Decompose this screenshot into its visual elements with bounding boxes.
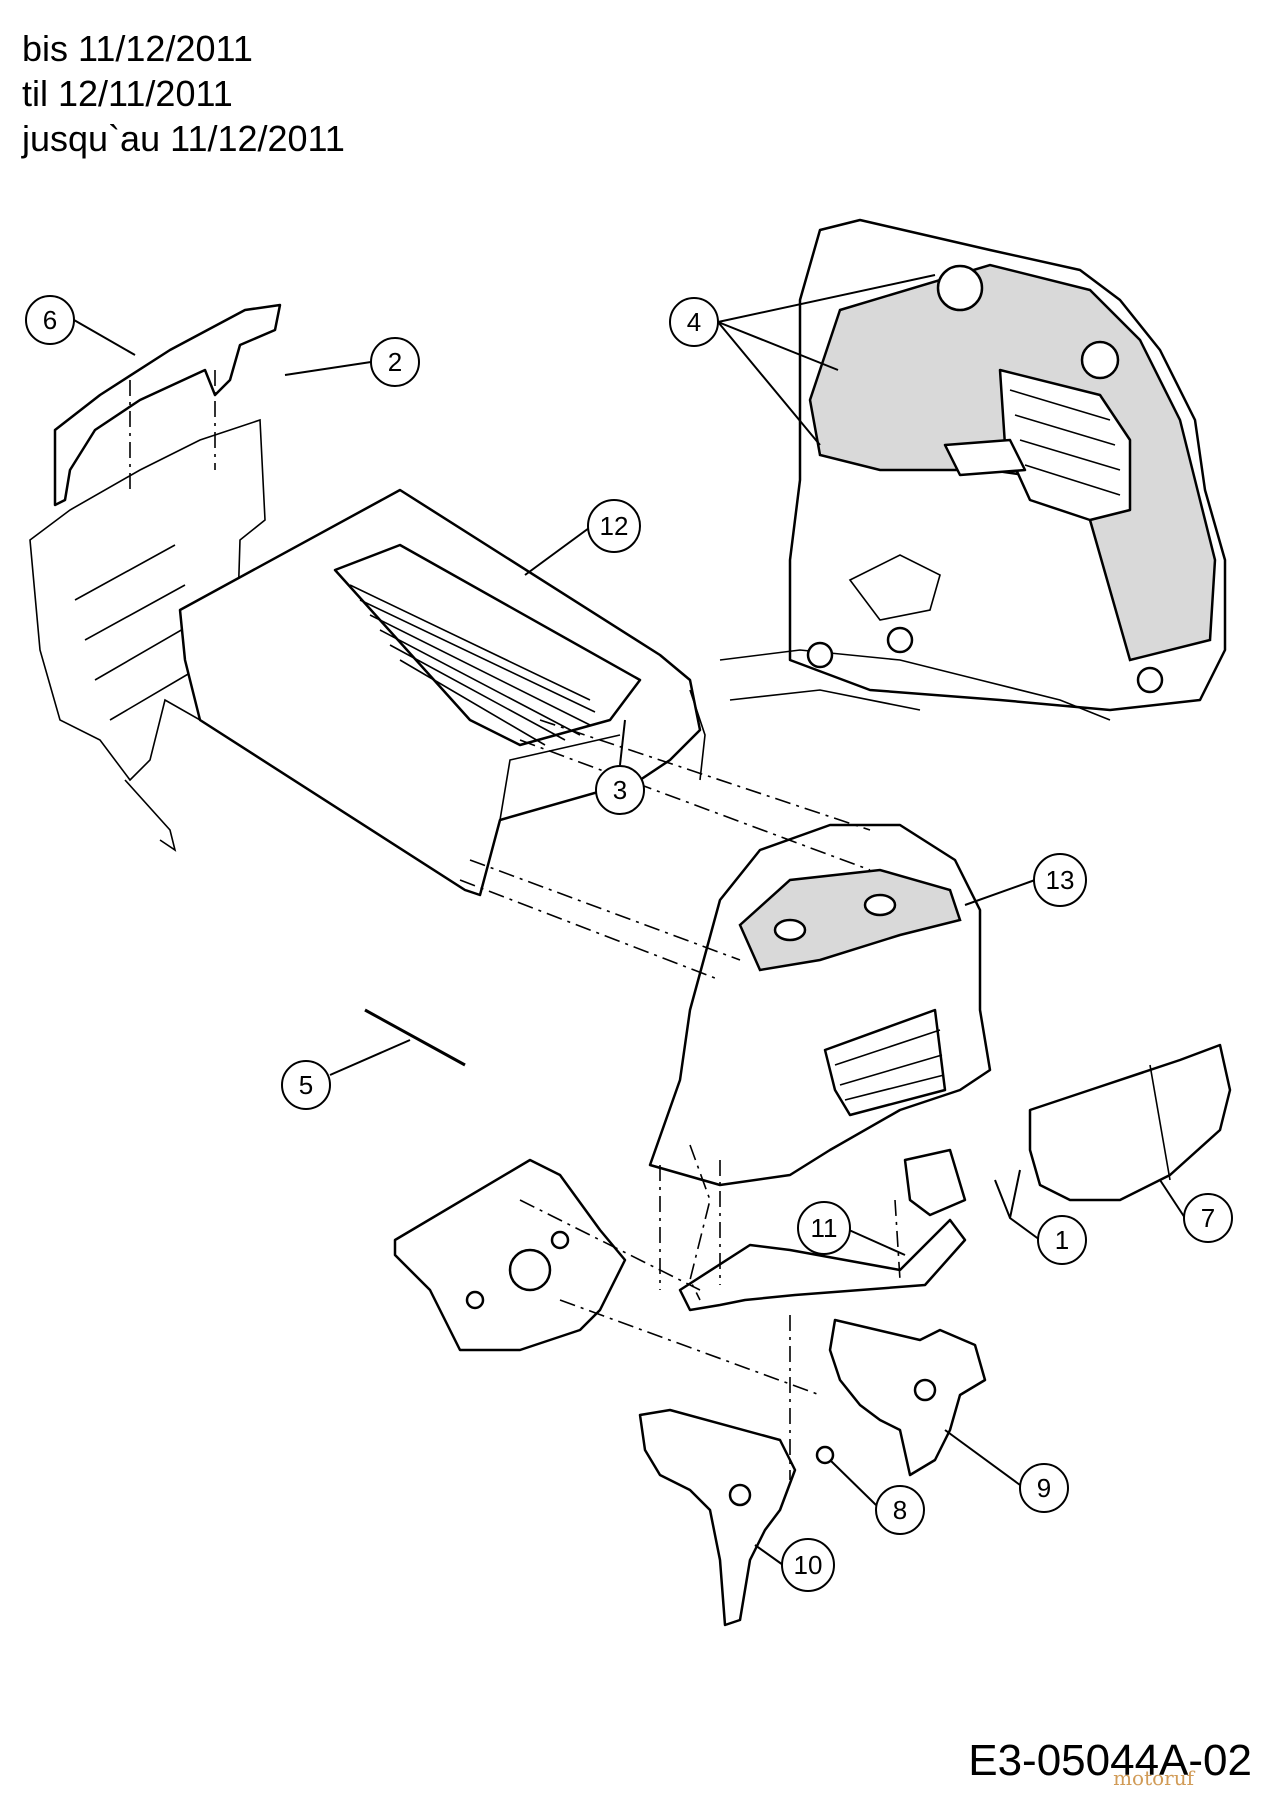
part-4-assembled-view bbox=[719, 218, 1227, 721]
svg-text:6: 6 bbox=[43, 305, 57, 335]
diagram-header: bis 11/12/2011 til 12/11/2011 jusqu`au 1… bbox=[22, 26, 345, 161]
svg-text:13: 13 bbox=[1046, 865, 1075, 895]
callout-4: 4 bbox=[669, 274, 936, 446]
part-7-bumper bbox=[1028, 1043, 1232, 1202]
part-10-side-bracket bbox=[638, 1408, 835, 1627]
svg-text:5: 5 bbox=[299, 1070, 313, 1100]
svg-text:7: 7 bbox=[1201, 1203, 1215, 1233]
svg-text:1: 1 bbox=[1055, 1225, 1069, 1255]
svg-text:11: 11 bbox=[811, 1213, 838, 1243]
part-9-side-bracket bbox=[828, 1318, 987, 1477]
assembly-dashed-lines bbox=[459, 719, 901, 1480]
callout-3: 3 bbox=[595, 719, 645, 815]
callout-12: 12 bbox=[524, 499, 641, 576]
callout-5: 5 bbox=[281, 1039, 411, 1110]
callout-11: 11 bbox=[797, 1201, 906, 1256]
date-line-danish: til 12/11/2011 bbox=[22, 73, 233, 114]
drawing-code: E3-05044A-02 bbox=[968, 1736, 1252, 1785]
callout-6: 6 bbox=[25, 295, 136, 356]
callout-2: 2 bbox=[284, 337, 420, 387]
date-line-french: jusqu`au 11/12/2011 bbox=[22, 118, 345, 159]
part-5-rod bbox=[364, 1008, 466, 1067]
svg-text:2: 2 bbox=[388, 347, 402, 377]
svg-text:4: 4 bbox=[687, 307, 701, 337]
svg-text:10: 10 bbox=[794, 1550, 823, 1580]
callout-9: 9 bbox=[944, 1429, 1069, 1513]
svg-text:9: 9 bbox=[1037, 1473, 1051, 1503]
watermark-logo: motoruf bbox=[1113, 1766, 1194, 1790]
svg-text:3: 3 bbox=[613, 775, 627, 805]
svg-text:8: 8 bbox=[893, 1495, 907, 1525]
callout-8: 8 bbox=[829, 1459, 925, 1535]
support-plate bbox=[393, 1158, 627, 1352]
callout-7: 7 bbox=[1159, 1179, 1233, 1243]
svg-text:12: 12 bbox=[600, 511, 629, 541]
date-line-german: bis 11/12/2011 bbox=[22, 28, 253, 69]
callout-1: 1 bbox=[994, 1169, 1087, 1265]
callout-13: 13 bbox=[964, 853, 1087, 907]
part-13-front-nose bbox=[648, 823, 992, 1187]
part-12-hood bbox=[178, 488, 706, 897]
callout-10: 10 bbox=[754, 1538, 835, 1592]
part-11-bracket bbox=[678, 1148, 967, 1312]
